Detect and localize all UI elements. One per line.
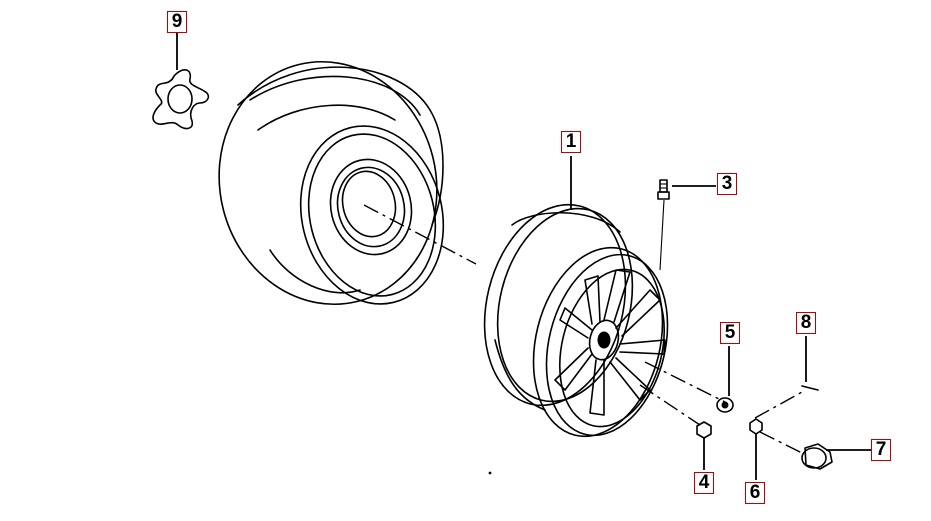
part-1-wheel-rim (483, 203, 669, 438)
hub-axis-line (759, 431, 807, 456)
callout-1[interactable]: 1 (561, 131, 581, 153)
part-6-nut (749, 418, 763, 435)
part-9-valve-cap (152, 69, 210, 130)
callout-4[interactable]: 4 (694, 472, 714, 494)
callout-8[interactable]: 8 (796, 312, 816, 334)
wheel-axis-line (644, 361, 726, 403)
callout-6[interactable]: 6 (745, 482, 765, 504)
stray-dot (488, 471, 492, 475)
tire (218, 60, 445, 306)
pin-axis-line (754, 391, 803, 419)
part-3-valve-stem (657, 179, 670, 200)
tire-axis-line (363, 204, 477, 265)
callout-5[interactable]: 5 (720, 322, 740, 344)
part-8-cotter-pin (801, 385, 819, 391)
valve-axis-line (659, 199, 665, 271)
lug-axis-line (639, 384, 701, 426)
part-7-hub-cap (801, 443, 833, 470)
callout-3[interactable]: 3 (717, 173, 737, 195)
callout-7[interactable]: 7 (871, 439, 891, 461)
part-5-washer (716, 397, 734, 413)
part-4-lug-nut (696, 421, 712, 439)
callout-9[interactable]: 9 (167, 11, 187, 33)
